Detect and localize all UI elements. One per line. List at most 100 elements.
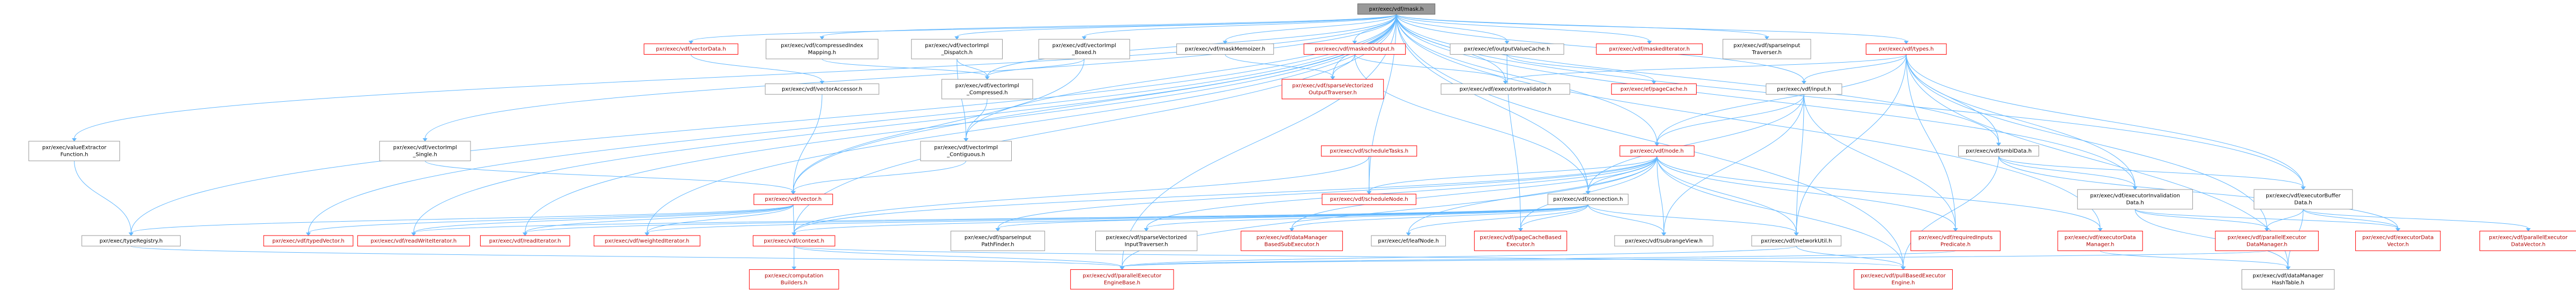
graph-node[interactable]: pxr/exec/vdf/parallelExecutorEngineBase.… bbox=[1070, 269, 1174, 290]
graph-node[interactable]: pxr/exec/vdf/executorInvalidator.h bbox=[1440, 84, 1570, 95]
graph-node[interactable]: pxr/exec/ef/leafNode.h bbox=[1371, 235, 1446, 247]
graph-node[interactable]: pxr/exec/vdf/vectorImpl_Single.h bbox=[379, 141, 471, 161]
node-label: pxr/exec/vdf/vectorImpl bbox=[393, 145, 457, 151]
graph-node[interactable]: pxr/exec/ef/outputValueCache.h bbox=[1450, 43, 1564, 55]
graph-node[interactable]: pxr/exec/typeRegistry.h bbox=[81, 235, 181, 247]
graph-node[interactable]: pxr/exec/vdf/vectorImpl_Dispatch.h bbox=[911, 39, 1003, 59]
dependency-edge bbox=[987, 58, 1085, 77]
graph-node[interactable]: pxr/exec/vdf/maskMemoizer.h bbox=[1176, 43, 1274, 55]
node-label: Traverser.h bbox=[1751, 50, 1781, 56]
node-label: pxr/exec/vdf/vectorImpl bbox=[934, 145, 998, 151]
dependency-edge bbox=[794, 246, 1123, 267]
node-label: pxr/exec/vdf/networkUtil.h bbox=[1761, 238, 1832, 244]
node-box bbox=[1450, 43, 1564, 55]
graph-node[interactable]: pxr/exec/vdf/context.h bbox=[752, 235, 835, 247]
graph-node[interactable]: pxr/exec/vdf/vectorImpl_Compressed.h bbox=[941, 79, 1033, 100]
graph-node[interactable]: pxr/exec/ef/pageCache.h bbox=[1611, 84, 1697, 95]
dependency-edge bbox=[1656, 156, 1956, 229]
node-label: pxr/exec/vdf/parallelExecutor bbox=[2489, 235, 2568, 240]
edge-arrowhead bbox=[305, 232, 311, 236]
dependency-edge bbox=[1903, 156, 1999, 267]
node-label: OutputTraverser.h bbox=[1309, 90, 1357, 96]
graph-node[interactable]: pxr/exec/vdf/input.h bbox=[1766, 84, 1842, 95]
node-label: Predicate.h bbox=[1940, 241, 1970, 247]
graph-node[interactable]: pxr/exec/vdf/vectorImpl_Contiguous.h bbox=[920, 141, 1012, 161]
graph-node[interactable]: pxr/exec/vdf/sparseVectorizedOutputTrave… bbox=[1281, 79, 1384, 100]
graph-node[interactable]: pxr/exec/vdf/vectorAccessor.h bbox=[765, 84, 879, 95]
edge-arrowhead bbox=[1764, 36, 1769, 40]
node-box bbox=[1958, 145, 2040, 157]
graph-node[interactable]: pxr/exec/vdf/readWriteIterator.h bbox=[357, 235, 470, 247]
node-label: pxr/exec/vdf/scheduleNode.h bbox=[1330, 197, 1408, 202]
graph-node[interactable]: pxr/exec/vdf/smblData.h bbox=[1958, 145, 2040, 157]
dependency-edge bbox=[1122, 156, 1657, 267]
node-box bbox=[593, 235, 700, 247]
graph-node[interactable]: pxr/exec/vdf/vectorData.h bbox=[644, 43, 738, 55]
edge-arrowhead bbox=[1518, 228, 1524, 232]
node-label: pxr/exec/ef/pageCache.h bbox=[1621, 86, 1688, 92]
graph-node[interactable]: pxr/exec/vdf/scheduleNode.h bbox=[1321, 193, 1416, 205]
graph-node[interactable]: pxr/exec/vdf/typedVector.h bbox=[263, 235, 354, 247]
edge-arrowhead bbox=[995, 228, 1000, 232]
graph-node[interactable]: pxr/exec/vdf/parallelExecutorDataVector.… bbox=[2479, 231, 2576, 251]
graph-node[interactable]: pxr/exec/vdf/sparseVectorizedInputTraver… bbox=[1095, 231, 1198, 251]
edge-arrowhead bbox=[2132, 186, 2138, 190]
node-box bbox=[752, 235, 835, 247]
node-label: pxr/exec/vdf/scheduleTasks.h bbox=[1330, 148, 1408, 154]
graph-node[interactable]: pxr/exec/vdf/vector.h bbox=[753, 193, 833, 205]
dependency-edge bbox=[1224, 14, 1397, 42]
dependency-edge bbox=[525, 14, 1397, 233]
dependency-edge bbox=[793, 58, 1085, 192]
dependency-edge bbox=[1520, 156, 1657, 229]
dependency-edge bbox=[793, 94, 823, 192]
dependency-edge bbox=[1122, 246, 1797, 267]
node-box bbox=[1281, 79, 1384, 100]
edge-arrowhead bbox=[522, 232, 528, 236]
dependency-edge bbox=[1906, 54, 2267, 229]
node-label: pxr/exec/vdf/maskedOutput.h bbox=[1315, 47, 1395, 52]
node-label: _Boxed.h bbox=[1072, 50, 1096, 56]
dependency-edge bbox=[1796, 94, 1804, 233]
edge-arrowhead bbox=[1901, 266, 1906, 270]
graph-node[interactable]: pxr/exec/vdf/readIterator.h bbox=[480, 235, 570, 247]
edge-arrowhead bbox=[1222, 41, 1228, 44]
graph-node[interactable]: pxr/exec/vdf/parallelExecutorDataManager… bbox=[2215, 231, 2319, 251]
node-label: pxr/exec/typeRegistry.h bbox=[100, 238, 163, 244]
dependency-edge bbox=[1291, 204, 1588, 229]
graph-node[interactable]: pxr/exec/vdf/vectorImpl_Boxed.h bbox=[1038, 39, 1130, 59]
node-box bbox=[1751, 235, 1842, 247]
graph-node[interactable]: pxr/exec/vdf/dataManagerBasedSubExecutor… bbox=[1241, 231, 1343, 251]
dependency-edge bbox=[794, 14, 1397, 233]
graph-node[interactable]: pxr/exec/vdf/types.h bbox=[1865, 43, 1947, 55]
graph-node[interactable]: pxr/exec/vdf/maskedIterator.h bbox=[1596, 43, 1703, 55]
node-box bbox=[753, 193, 833, 205]
graph-node[interactable]: pxr/exec/vdf/networkUtil.h bbox=[1751, 235, 1842, 247]
edge-arrowhead bbox=[1081, 36, 1087, 40]
graph-node[interactable]: pxr/exec/vdf/mask.h bbox=[1357, 3, 1436, 15]
graph-node[interactable]: pxr/exec/vdf/maskedOutput.h bbox=[1303, 43, 1406, 55]
node-label: pxr/exec/vdf/readIterator.h bbox=[489, 238, 561, 244]
dependency-edge bbox=[1906, 54, 2136, 187]
edge-layer bbox=[72, 14, 2531, 270]
edge-arrowhead bbox=[1406, 232, 1411, 236]
node-box bbox=[1865, 43, 1947, 55]
graph-node[interactable]: pxr/exec/vdf/connection.h bbox=[1547, 193, 1629, 205]
edge-arrowhead bbox=[644, 232, 649, 236]
graph-node[interactable]: pxr/exec/vdf/scheduleTasks.h bbox=[1321, 145, 1417, 157]
graph-node[interactable]: pxr/exec/vdf/subrangeView.h bbox=[1614, 235, 1714, 247]
graph-node[interactable]: pxr/exec/vdf/node.h bbox=[1619, 145, 1694, 157]
graph-node[interactable]: pxr/exec/vdf/weightedIterator.h bbox=[593, 235, 700, 247]
